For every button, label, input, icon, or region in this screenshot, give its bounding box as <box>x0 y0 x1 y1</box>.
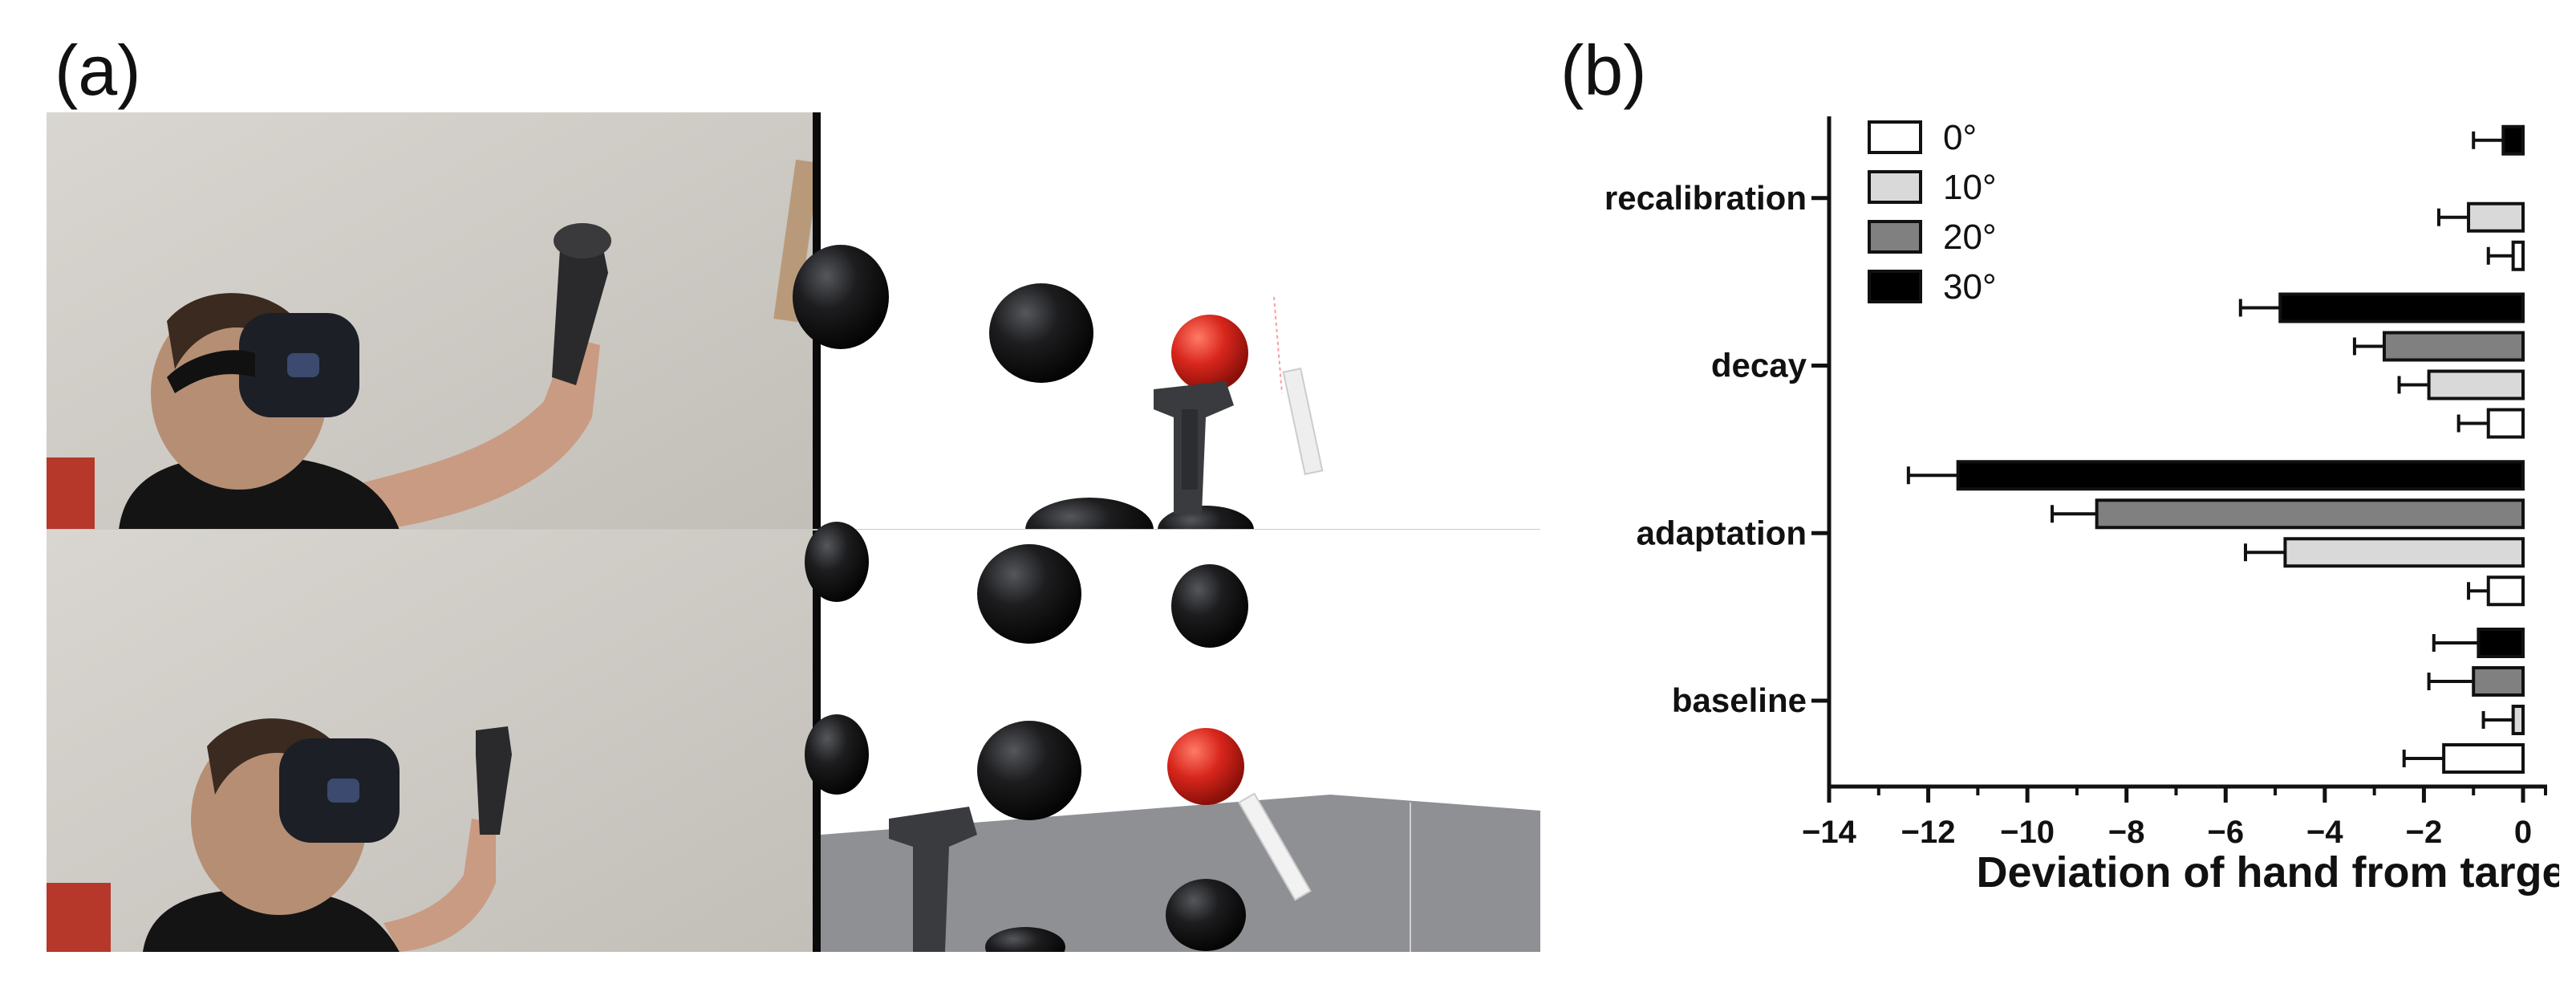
x-axis-label: Deviation of hand from target <box>1976 848 2559 897</box>
chart-legend: 0° 10° 20° 30° <box>1868 118 1997 307</box>
legend-swatch <box>1868 120 1922 154</box>
photo-bottom-left <box>47 530 813 952</box>
bar <box>1956 460 2525 491</box>
bar <box>2427 369 2525 400</box>
bar <box>2467 201 2525 233</box>
x-tick-label: −10 <box>2000 815 2055 850</box>
y-tick-label: recalibration <box>1604 179 1807 217</box>
panel-label-b: (b) <box>1560 30 1647 110</box>
legend-swatch <box>1868 220 1922 254</box>
bar <box>2486 575 2525 607</box>
legend-swatch <box>1868 270 1922 303</box>
legend-label: 10° <box>1943 168 1997 207</box>
bar <box>2095 498 2525 530</box>
x-tick-label: 0 <box>2514 815 2532 850</box>
legend-swatch <box>1868 170 1922 204</box>
vr-photo-panel <box>47 112 1540 952</box>
bar <box>2472 666 2525 697</box>
x-tick-label: −8 <box>2108 815 2145 850</box>
bar <box>2383 331 2525 362</box>
bar <box>2477 628 2525 658</box>
y-tick-label: adaptation <box>1637 514 1807 551</box>
vr-render-top-right <box>793 112 1540 562</box>
bar <box>2278 292 2525 323</box>
x-tick-label: −4 <box>2306 815 2343 850</box>
x-tick-label: −2 <box>2406 815 2443 850</box>
chart-bars <box>1906 124 2525 774</box>
legend-label: 20° <box>1943 218 1997 257</box>
y-tick-label: decay <box>1711 347 1807 384</box>
bar <box>2501 124 2525 156</box>
x-tick-label: −14 <box>1802 815 1857 850</box>
bar <box>2442 743 2525 774</box>
photo-top-left <box>47 112 820 530</box>
bar <box>2511 705 2525 735</box>
y-tick-label: baseline <box>1672 681 1807 719</box>
x-tick-label: −12 <box>1901 815 1956 850</box>
legend-label: 30° <box>1943 267 1997 307</box>
panel-label-a: (a) <box>55 30 141 110</box>
legend-label: 0° <box>1943 118 1977 157</box>
chart-axes: −14 −12 −10 −8 −6 −4 −2 0 baseline adaptation deca… <box>1604 116 2547 850</box>
bar <box>2511 240 2525 271</box>
deviation-bar-chart: −14 −12 −10 −8 −6 −4 −2 0 baseline adaptation deca… <box>1604 116 2559 897</box>
bar <box>2283 537 2525 568</box>
x-tick-label: −6 <box>2207 815 2244 850</box>
bar <box>2486 408 2525 439</box>
vr-render-bottom-right <box>805 522 1540 952</box>
